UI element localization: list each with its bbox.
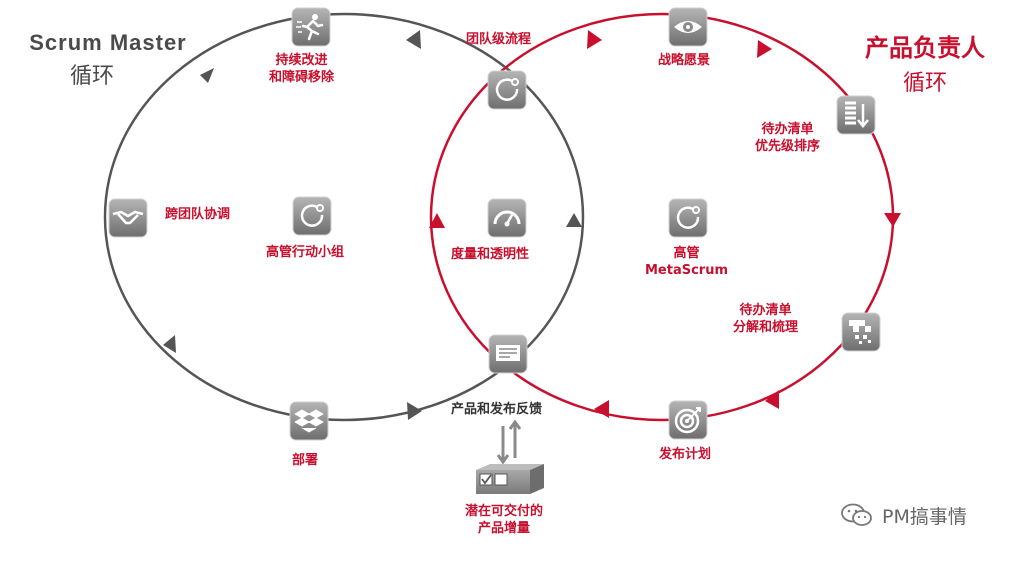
node-continuous-improvement: 持续改进 和障碍移除 xyxy=(269,52,334,86)
backlog-refine-line1: 待办清单 xyxy=(739,303,792,318)
shipping-box-icon xyxy=(476,464,544,494)
scrum-master-title-line1: Scrum Master xyxy=(29,30,187,55)
product-owner-title-line2: 循环 xyxy=(902,71,947,96)
product-owner-title: 产品负责人 循环 xyxy=(840,28,1010,97)
sort-icon xyxy=(836,95,876,135)
scrum-master-loop xyxy=(103,12,585,422)
wechat-icon xyxy=(841,503,872,526)
node-executive-action-team: 高管行动小组 xyxy=(266,245,345,260)
backlog-priority-line2: 优先级排序 xyxy=(755,139,821,154)
node-strategic-vision: 战略愿景 xyxy=(658,53,711,68)
handshake-icon xyxy=(108,198,148,238)
shippable-line2: 产品增量 xyxy=(478,521,531,536)
node-product-release-feedback: 产品和发布反馈 xyxy=(451,402,543,417)
node-backlog-priority: 待办清单 优先级排序 xyxy=(755,121,820,155)
node-team-process: 团队级流程 xyxy=(466,32,532,47)
continuous-improvement-line2: 和障碍移除 xyxy=(269,70,335,85)
watermark: PM搞事情 xyxy=(840,502,967,528)
node-cross-team: 跨团队协调 xyxy=(165,207,231,222)
node-exec-metascrum: 高管 MetaScrum xyxy=(645,245,728,279)
exec-metascrum-line2: MetaScrum xyxy=(645,263,729,278)
scrum-master-title: Scrum Master 循环 xyxy=(8,30,208,90)
node-deployment: 部署 xyxy=(292,453,319,468)
cycle-icon xyxy=(668,198,708,238)
node-release-planning: 发布计划 xyxy=(659,447,712,462)
scrum-master-title-line2: 循环 xyxy=(70,63,115,88)
gauge-icon xyxy=(487,198,527,238)
scrum-master-arrows xyxy=(163,30,582,420)
cycle-icon xyxy=(487,70,527,110)
runner-icon xyxy=(291,7,331,47)
product-owner-arrows xyxy=(429,30,901,418)
watermark-text: PM搞事情 xyxy=(882,505,967,528)
backlog-refine-line2: 分解和梳理 xyxy=(733,320,799,335)
continuous-improvement-line1: 持续改进 xyxy=(275,53,328,68)
cycle-icon xyxy=(292,196,332,236)
arrows-up-down-icon xyxy=(496,420,522,464)
message-icon xyxy=(488,334,528,374)
pixel-breakdown-icon xyxy=(841,312,881,352)
product-owner-title-line1: 产品负责人 xyxy=(865,34,985,62)
dropbox-icon xyxy=(289,401,329,441)
backlog-priority-line1: 待办清单 xyxy=(761,122,814,137)
node-shippable-increment: 潜在可交付的 产品增量 xyxy=(465,503,543,537)
node-backlog-refine: 待办清单 分解和梳理 xyxy=(733,302,798,336)
exec-metascrum-line1: 高管 xyxy=(673,246,700,261)
shippable-line1: 潜在可交付的 xyxy=(465,504,544,519)
target-icon xyxy=(668,400,708,440)
node-metrics-transparency: 度量和透明性 xyxy=(451,247,530,262)
eye-icon xyxy=(668,7,708,47)
